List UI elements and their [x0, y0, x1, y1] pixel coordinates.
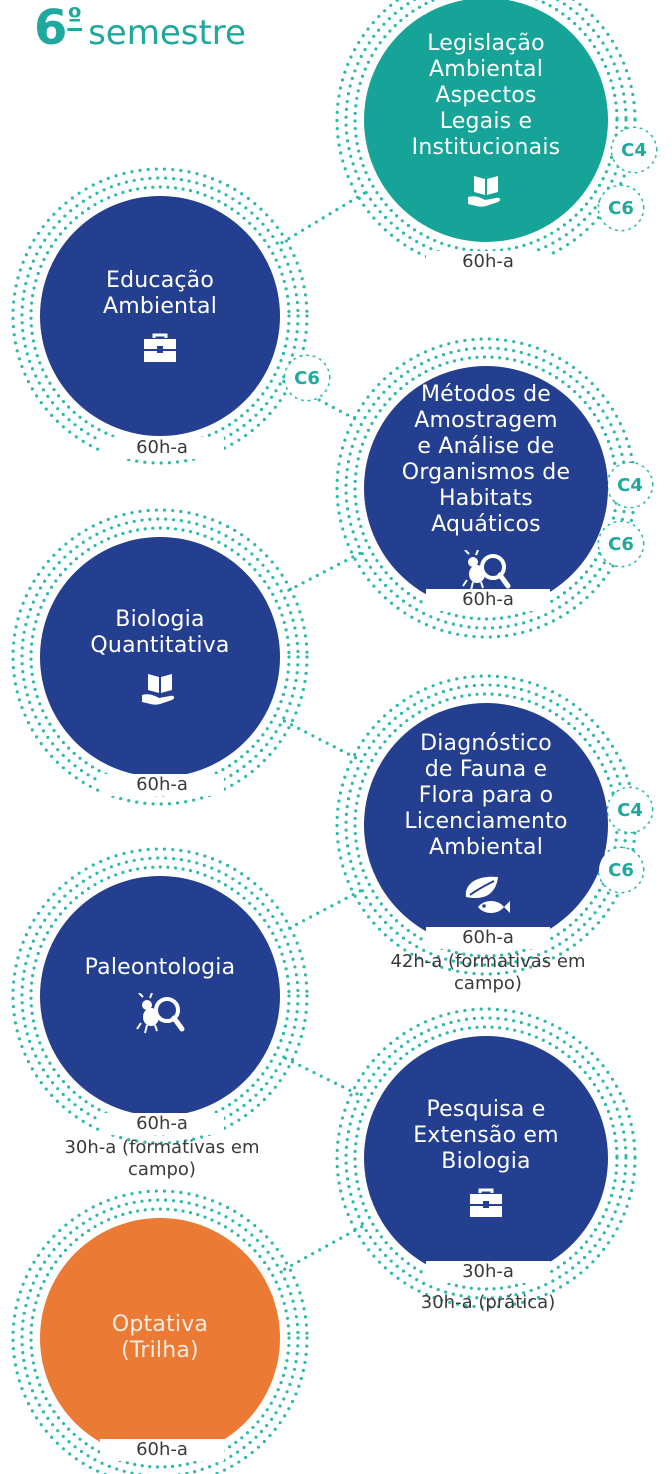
competency-label: C4: [617, 474, 643, 496]
halo-ring-middle: [20, 1198, 300, 1474]
connector-line: [283, 1056, 361, 1097]
workload-hours: 30h-a: [426, 1261, 550, 1283]
workload-hours: 60h-a: [100, 1113, 224, 1135]
workload-extra: 30h-a (formativas em campo): [64, 1137, 260, 1180]
connector-line: [282, 719, 362, 762]
competency-label: C6: [608, 533, 634, 555]
semester-number: 6: [34, 0, 68, 56]
halo-ring-inner: [29, 526, 291, 788]
briefcase-icon: [468, 1187, 504, 1219]
semester-word: semestre: [88, 13, 246, 53]
connector-line: [282, 889, 362, 933]
connector-line: [278, 191, 366, 246]
competency-badge-c4: C4: [612, 128, 656, 172]
competency-badge-c6: C6: [599, 522, 643, 566]
competency-badge-c4: C4: [608, 788, 652, 832]
semester-ordinal: º: [67, 3, 83, 33]
discipline-node-paleontologia[interactable]: Paleontologia: [40, 876, 280, 1116]
competency-label: C4: [617, 799, 643, 821]
workload-hours: 60h-a: [426, 927, 550, 949]
insect-magnifier-icon: [461, 549, 511, 594]
workload-extra: 42h-a (formativas em campo): [390, 951, 586, 994]
workload-hours: 60h-a: [100, 1439, 224, 1461]
halo-ring-inner: [353, 1025, 619, 1291]
halo-ring-outer: [11, 1189, 309, 1474]
workload-hours: 60h-a: [100, 774, 224, 796]
competency-label: C4: [621, 139, 647, 161]
leaf-fish-icon: [460, 873, 512, 919]
competency-badge-c4: C4: [608, 463, 652, 507]
halo-ring-outer: [11, 847, 309, 1145]
halo-ring-outer: [11, 508, 309, 806]
halo-ring-inner: [29, 185, 291, 447]
discipline-node-optativa[interactable]: Optativa(Trilha): [40, 1218, 280, 1458]
discipline-name: Optativa(Trilha): [111, 1312, 209, 1363]
halo-ring-outer: [335, 0, 637, 271]
halo-ring-inner: [29, 1207, 291, 1469]
briefcase-icon: [142, 332, 178, 364]
discipline-name: Paleontologia: [84, 955, 236, 980]
competency-badge-c6: C6: [285, 356, 329, 400]
halo-ring-middle: [20, 517, 300, 797]
insect-magnifier-icon: [135, 992, 185, 1037]
competency-label: C6: [294, 367, 320, 389]
competency-label: C6: [608, 197, 634, 219]
halo-ring-inner: [29, 865, 291, 1127]
workload-extra: 30h-a (prática): [420, 1292, 556, 1313]
workload-hours: 60h-a: [426, 251, 550, 273]
competency-label: C6: [608, 859, 634, 881]
book-hand-icon: [466, 173, 506, 209]
book-hand-icon: [140, 671, 180, 707]
workload-hours: 60h-a: [426, 589, 550, 611]
competency-badge-c6: C6: [599, 848, 643, 892]
halo-ring-middle: [20, 856, 300, 1136]
connector-line: [280, 1225, 364, 1272]
halo-ring-outer: [11, 167, 309, 465]
halo-ring-middle: [344, 1016, 628, 1300]
connector-line: [282, 551, 362, 595]
workload-hours: 60h-a: [100, 437, 224, 459]
halo-ring-middle: [20, 176, 300, 456]
halo-ring-outer: [335, 1007, 637, 1309]
competency-badge-c6: C6: [599, 186, 643, 230]
